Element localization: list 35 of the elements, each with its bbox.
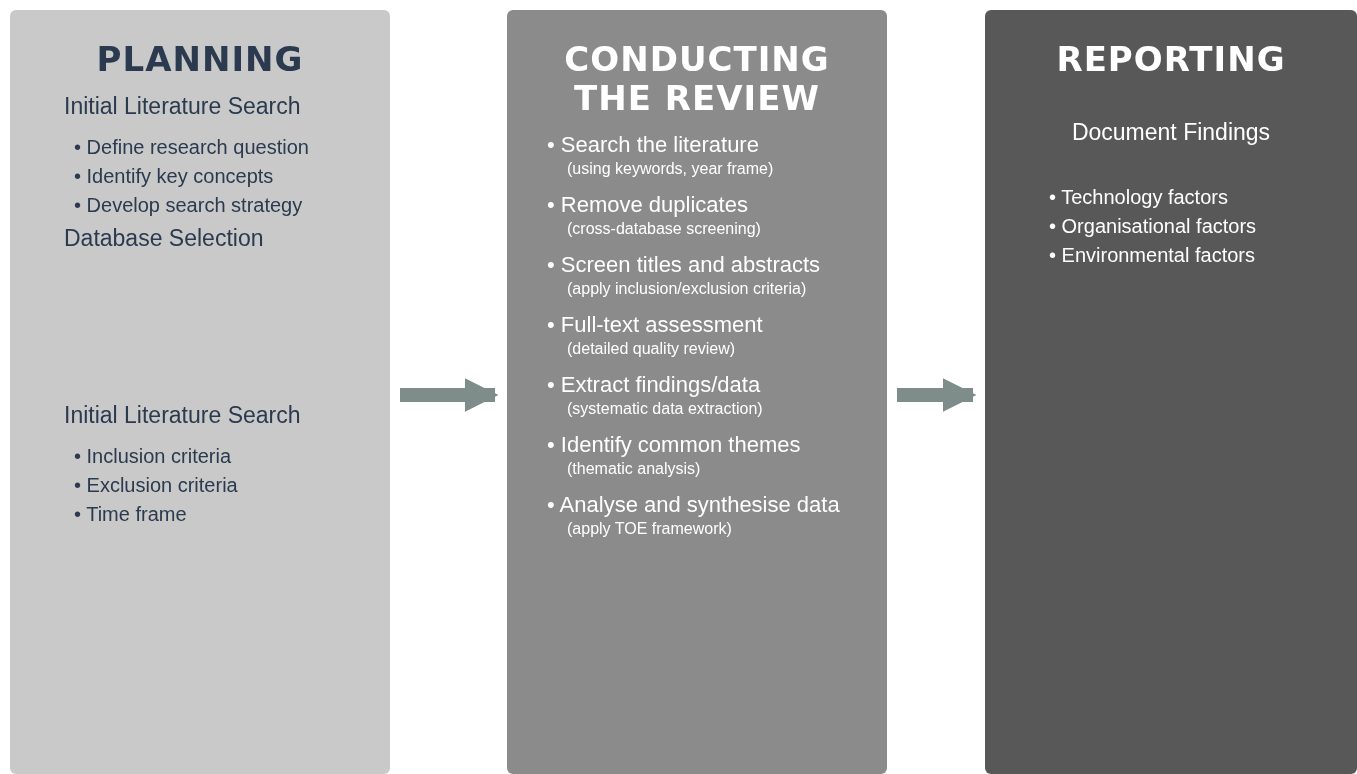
item-note: (systematic data extraction) [567,400,764,419]
column-heading: CONDUCTING THE REVIEW [563,40,831,119]
item-note: (using keywords, year frame) [567,160,775,179]
list-item: • Remove duplicates [547,192,749,219]
list-item: • Full-text assessment [547,312,764,339]
stage-panel [985,10,1357,774]
section-heading: Initial Literature Search [64,402,302,430]
list-item: • Identify key concepts [74,165,275,189]
list-item: • Search the literature [547,132,760,159]
list-item: • Identify common themes [547,432,802,459]
column-heading: REPORTING [1055,40,1287,80]
item-note: (apply TOE framework) [567,520,733,539]
section-heading: Database Selection [64,225,265,253]
list-item: • Inclusion criteria [74,445,233,469]
section-heading: Initial Literature Search [64,93,302,121]
list-item: • Environmental factors [1049,244,1256,268]
stage-panel [10,10,390,774]
item-note: (apply inclusion/exclusion criteria) [567,280,808,299]
list-item: • Time frame [74,503,188,527]
arrow [400,378,499,412]
list-item: • Define research question [74,136,310,160]
column-heading: PLANNING [95,40,305,80]
item-note: (thematic analysis) [567,460,702,479]
list-item: • Extract findings/data [547,372,762,399]
item-note: (detailed quality review) [567,340,737,359]
stage-panel [507,10,887,774]
list-item: • Exclusion criteria [74,474,239,498]
list-item: • Technology factors [1049,186,1229,210]
list-item: • Develop search strategy [74,194,304,218]
list-item: • Organisational factors [1049,215,1258,239]
arrow [897,378,977,412]
item-note: (cross-database screening) [567,220,762,239]
list-item: • Screen titles and abstracts [547,252,822,279]
section-heading: Document Findings [1070,119,1272,147]
list-item: • Analyse and synthesise data [547,492,841,519]
